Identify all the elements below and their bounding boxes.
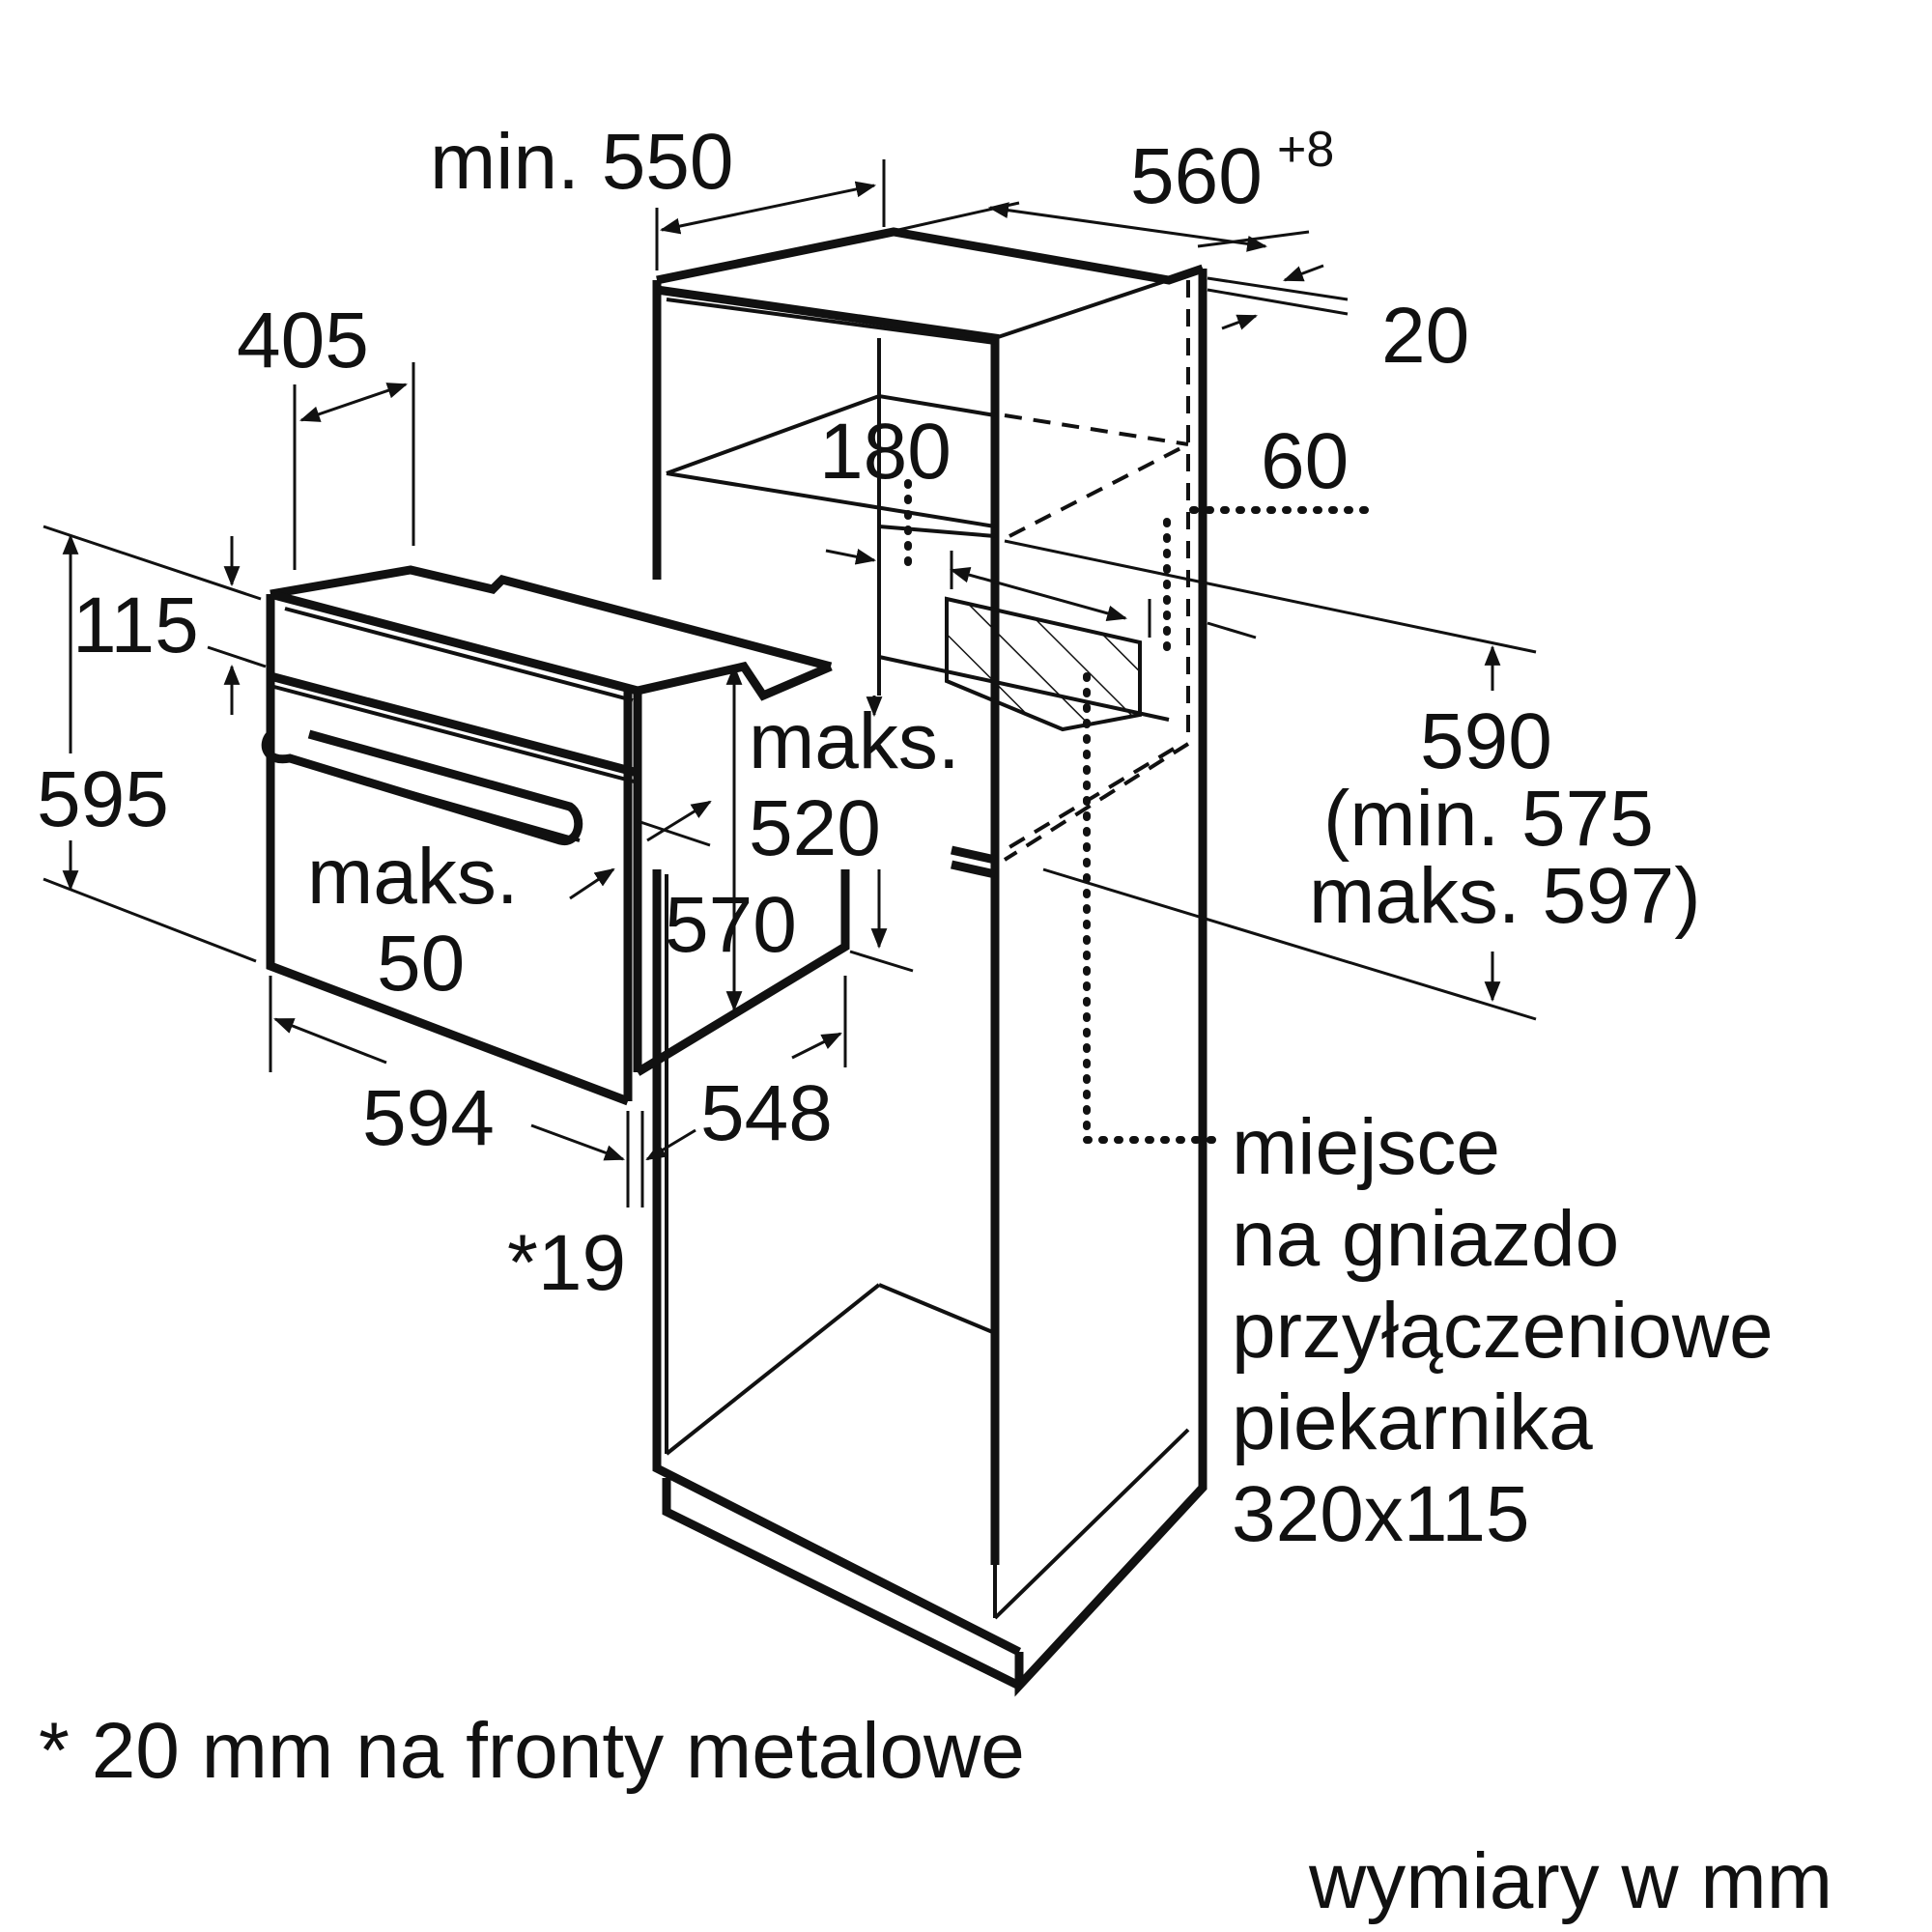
label-maks-50-line2: 50 <box>377 920 465 1008</box>
label-590: 590 <box>1420 697 1552 785</box>
label-maks-520-line1: maks. <box>749 697 960 785</box>
label-20: 20 <box>1381 292 1469 380</box>
socket-note: miejsce na gniazdo przyłączeniowe piekar… <box>1232 1103 1774 1558</box>
label-405: 405 <box>237 297 369 384</box>
label-560-tolerance: +8 <box>1277 122 1334 178</box>
dimension-lines <box>43 159 1537 1208</box>
socket-note-line3: przyłączeniowe <box>1232 1287 1774 1375</box>
label-min-550: min. 550 <box>430 118 734 206</box>
label-590-min: (min. 575 <box>1323 775 1654 863</box>
footnote: * 20 mm na fronty metalowe <box>39 1707 1025 1795</box>
label-60: 60 <box>1261 417 1349 505</box>
label-570: 570 <box>665 881 797 969</box>
units-note: wymiary w mm <box>1308 1837 1833 1925</box>
label-115: 115 <box>72 582 199 669</box>
cabinet <box>652 227 1208 1697</box>
label-560: 560 <box>1130 132 1263 220</box>
dimension-labels: min. 550 560 +8 20 405 180 60 115 595 ma… <box>37 118 1701 1307</box>
label-594: 594 <box>362 1074 495 1162</box>
label-19: *19 <box>507 1219 626 1307</box>
label-590-max: maks. 597) <box>1309 852 1701 940</box>
socket-note-line2: na gniazdo <box>1232 1195 1619 1283</box>
oven <box>261 565 850 1106</box>
label-maks-520-line2: 520 <box>749 784 881 872</box>
label-180: 180 <box>819 408 952 496</box>
label-548: 548 <box>700 1069 833 1157</box>
label-maks-50-line1: maks. <box>307 833 519 921</box>
socket-note-line1: miejsce <box>1232 1103 1500 1191</box>
socket-note-line4: piekarnika <box>1232 1378 1593 1466</box>
label-595: 595 <box>37 755 169 843</box>
socket-note-line5: 320x115 <box>1232 1470 1530 1558</box>
